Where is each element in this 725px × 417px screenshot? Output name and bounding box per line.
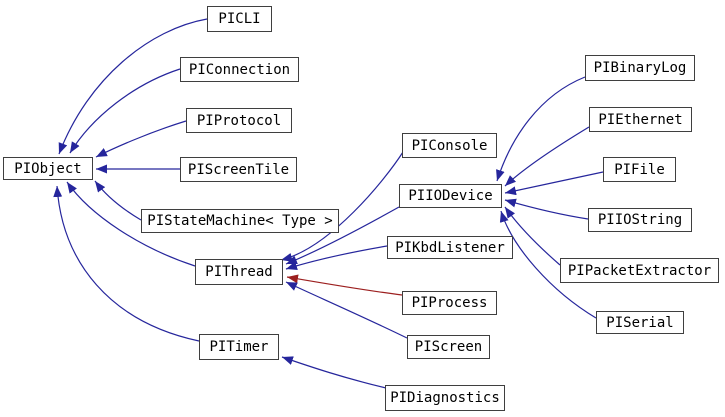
edge-PIKbdListener-to-PIThread <box>285 245 388 271</box>
class-node-PIIOString[interactable]: PIIOString <box>588 208 692 232</box>
class-node-PIThread[interactable]: PIThread <box>195 259 283 285</box>
edge-PICLI-to-PIObject <box>58 18 208 155</box>
edge-PISerial-to-PIIODevice <box>499 210 597 319</box>
class-node-PIPacketExtractor[interactable]: PIPacketExtractor <box>560 258 719 283</box>
edge-PIIODevice-to-PIThread <box>285 206 400 265</box>
edge-PIConsole-to-PIThread <box>280 151 404 262</box>
edge-PITimer-to-PIObject <box>53 185 200 342</box>
edge-PIConnection-to-PIObject <box>69 68 181 154</box>
class-node-PIFile[interactable]: PIFile <box>603 157 676 182</box>
edge-PIFile-to-PIIODevice <box>504 171 604 196</box>
class-node-PIConsole[interactable]: PIConsole <box>402 133 497 158</box>
edge-PIIOString-to-PIIODevice <box>504 198 589 220</box>
class-node-PIStateMachine[interactable]: PIStateMachine< Type > <box>141 209 339 233</box>
class-node-PIConnection[interactable]: PIConnection <box>180 57 299 82</box>
class-node-PISerial[interactable]: PISerial <box>596 311 684 334</box>
edge-PIThread-to-PIObject <box>66 181 196 267</box>
edge-PIDiagnostics-to-PITimer <box>281 356 387 389</box>
edge-PIPacketExtractor-to-PIIODevice <box>504 206 561 266</box>
edge-PIEthernet-to-PIIODevice <box>504 126 590 187</box>
class-node-PIScreen[interactable]: PIScreen <box>407 335 490 359</box>
class-node-PIKbdListener[interactable]: PIKbdListener <box>387 236 513 259</box>
edge-PIStateMachine-to-PIObject <box>94 180 142 221</box>
class-node-PIObject[interactable]: PIObject <box>3 157 93 180</box>
class-node-PITimer[interactable]: PITimer <box>199 334 279 360</box>
class-node-PIDiagnostics[interactable]: PIDiagnostics <box>385 385 505 411</box>
class-node-PIEthernet[interactable]: PIEthernet <box>589 107 692 132</box>
class-node-PICLI[interactable]: PICLI <box>207 6 272 32</box>
class-node-PIProcess[interactable]: PIProcess <box>402 291 497 315</box>
edge-PIBinaryLog-to-PIIODevice <box>496 76 586 182</box>
class-node-PIBinaryLog[interactable]: PIBinaryLog <box>585 55 695 81</box>
class-node-PIIODevice[interactable]: PIIODevice <box>399 184 502 208</box>
edge-PIScreen-to-PIThread <box>285 281 408 339</box>
class-node-PIScreenTile[interactable]: PIScreenTile <box>180 157 297 182</box>
class-node-PIProtocol[interactable]: PIProtocol <box>186 108 292 133</box>
edge-PIProcess-to-PIThread <box>286 274 403 296</box>
edge-PIProtocol-to-PIObject <box>95 120 187 158</box>
